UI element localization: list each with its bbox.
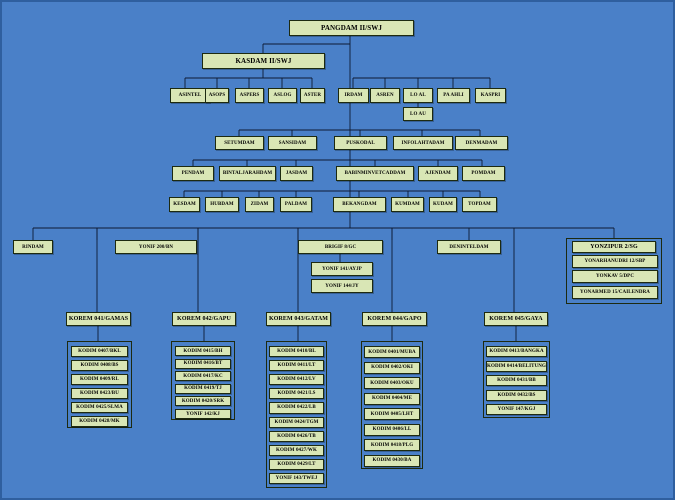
- node-kodim-0413: KODIM 0413/BANGKA: [486, 346, 547, 357]
- node-korem-043: KOREM 043/GATAM: [266, 312, 331, 326]
- node-pomdam: POMDAM: [462, 166, 505, 181]
- node-rindam: RINDAM: [13, 240, 53, 254]
- node-yonzipur: YONZIPUR 2/SG: [572, 241, 656, 253]
- node-asren: ASREN: [370, 88, 400, 103]
- node-denmadam: DENMADAM: [455, 136, 508, 150]
- node-topdam: TOPDAM: [462, 197, 497, 212]
- node-kodim-0425: KODIM 0425/SLMA: [71, 402, 128, 413]
- node-kodim-0421: KODIM 0421/LS: [269, 388, 324, 400]
- node-kumdam: KUMDAM: [391, 197, 424, 212]
- node-kodim-0408: KODIM 0408/BS: [71, 360, 128, 371]
- node-aspers: ASPERS: [235, 88, 264, 103]
- node-kodim-0423: KODIM 0423/BU: [71, 388, 128, 399]
- node-kesdam: KESDAM: [169, 197, 200, 212]
- node-lo-au: LO AU: [403, 107, 433, 121]
- node-yonarhanudri: YONARHANUDRI 12/SBP: [572, 255, 658, 268]
- node-hubdam: HUBDAM: [205, 197, 239, 212]
- node-pa-ahli: PA AHLI: [437, 88, 470, 103]
- node-kasdam: KASDAM II/SWJ: [202, 53, 325, 69]
- node-ajendam: AJENDAM: [418, 166, 458, 181]
- node-kodim-0418: KODIM 0418/PLG: [364, 439, 420, 451]
- node-kodim-0406: KODIM 0406/LL: [364, 423, 420, 436]
- node-kodim-0419: KODIM 0419/TJ: [175, 383, 231, 394]
- node-lo-al: LO AL: [403, 88, 433, 103]
- node-bintaljarahdam: BINTALJARAHDAM: [219, 166, 276, 181]
- node-kodim-0410: KODIM 0410/BL: [269, 346, 324, 358]
- node-korem-042: KOREM 042/GAPU: [172, 312, 236, 326]
- node-kodim-0405: KODIM 0405/LHT: [364, 408, 420, 420]
- node-kodim-0430: KODIM 0430/BA: [364, 454, 420, 467]
- node-kodim-0429: KODIM 0429/LT: [269, 458, 324, 470]
- node-pangdam: PANGDAM II/SWJ: [289, 20, 414, 36]
- node-setumdam: SETUMDAM: [215, 136, 264, 150]
- node-kodim-0417: KODIM 0417/KC: [175, 371, 231, 382]
- node-kodim-0432: KODIM 0432/BS: [486, 389, 547, 401]
- node-yonif-147: YONIF 147/KGJ: [486, 404, 547, 416]
- node-kodim-0404: KODIM 0404/ME: [364, 392, 420, 405]
- node-yonkav: YONKAV 5/DPC: [572, 270, 658, 283]
- node-kodim-0427: KODIM 0427/WK: [269, 444, 324, 456]
- node-aslog: ASLOG: [268, 88, 297, 103]
- node-yonarmed: YONARMED 15/CAILENDRA: [572, 286, 658, 299]
- node-yonif-141: YONIF 141/AYJP: [311, 262, 373, 276]
- node-yonif-143: YONIF 143/TWEJ: [269, 472, 324, 485]
- node-infolahtadam: INFOLAHTADAM: [393, 136, 453, 150]
- node-kodim-0401: KODIM 0401/MUBA: [364, 346, 420, 358]
- node-aster: ASTER: [300, 88, 325, 103]
- node-kodim-0431: KODIM 0431/BB: [486, 375, 547, 387]
- node-kodim-0409: KODIM 0409/RL: [71, 374, 128, 385]
- node-kodim-0426: KODIM 0426/TB: [269, 430, 324, 442]
- node-bekangdam: BEKANGDAM: [333, 197, 386, 212]
- node-kudam: KUDAM: [429, 197, 457, 212]
- node-kodim-0428: KODIM 0428/MK: [71, 416, 128, 427]
- node-kodim-0411: KODIM 0411/LT: [269, 360, 324, 372]
- node-korem-041: KOREM 041/GAMAS: [66, 312, 131, 326]
- node-kodim-0412: KODIM 0412/LV: [269, 374, 324, 386]
- node-irdam: IRDAM: [338, 88, 369, 103]
- node-korem-044: KOREM 044/GAPO: [362, 312, 427, 326]
- node-yonif-142: YONIF 142/KJ: [175, 409, 231, 419]
- node-sansidam: SANSIDAM: [268, 136, 317, 150]
- node-babinminvetcaddam: BABINMINVETCADDAM: [336, 166, 414, 181]
- node-pendam: PENDAM: [172, 166, 214, 181]
- node-kodim-0415: KODIM 0415/BH: [175, 346, 231, 356]
- node-jasdam: JASDAM: [280, 166, 313, 181]
- node-brigif: BRIGIF 8/GC: [298, 240, 383, 254]
- node-asintel: ASINTEL: [170, 88, 210, 103]
- node-asops: ASOPS: [205, 88, 229, 103]
- node-yonif-200: YONIF 200/BN: [115, 240, 197, 254]
- node-yonif-144: YONIF 144/JY: [311, 279, 373, 293]
- node-zidam: ZIDAM: [245, 197, 274, 212]
- node-kodim-0402: KODIM 0402/OKI: [364, 361, 420, 374]
- node-kodim-0403: KODIM 0403/OKU: [364, 377, 420, 389]
- node-puskodal: PUSKODAL: [334, 136, 387, 150]
- node-kodim-0422: KODIM 0422/LB: [269, 402, 324, 414]
- node-korem-045: KOREM 045/GAYA: [484, 312, 548, 326]
- node-kodim-0407: KODIM 0407/BKL: [71, 346, 128, 357]
- node-kodim-0424: KODIM 0424/TGM: [269, 416, 324, 428]
- node-kodim-0416: KODIM 0416/BT: [175, 358, 231, 369]
- node-kodim-0414: KODIM 0414/BELITUNG: [486, 360, 547, 372]
- node-deninteldam: DENINTELDAM: [437, 240, 501, 254]
- node-paldam: PALDAM: [280, 197, 312, 212]
- node-kaspri: KASPRI: [475, 88, 506, 103]
- node-kodim-0420: KODIM 0420/SRK: [175, 396, 231, 407]
